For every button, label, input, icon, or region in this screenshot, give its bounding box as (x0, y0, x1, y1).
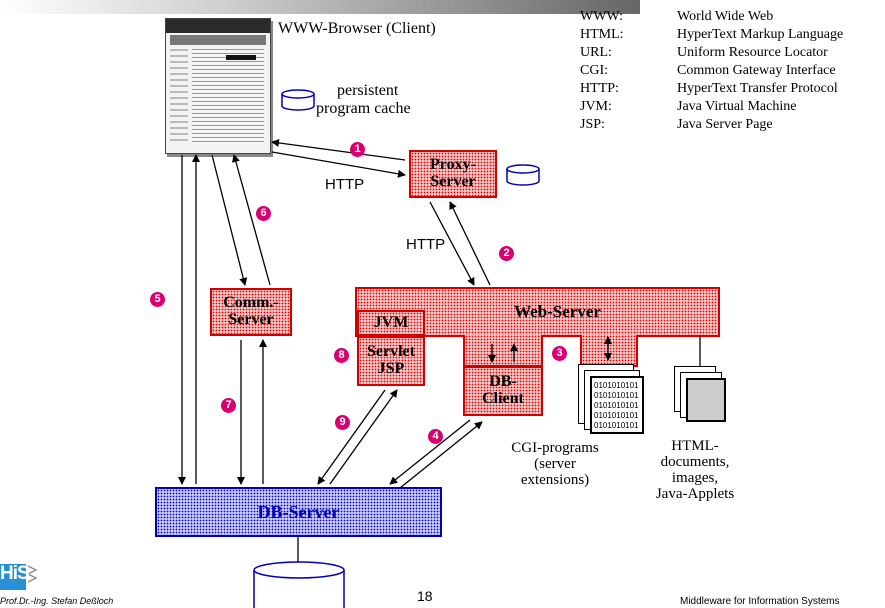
arrow-comm-to-browser (232, 154, 271, 286)
arrow-browser-to-proxy (271, 151, 406, 178)
binary-line: 0101010101 (594, 401, 639, 410)
binary-line: 0101010101 (594, 391, 639, 400)
arrow-webserver-to-proxy (449, 201, 491, 286)
database-icon (253, 561, 345, 608)
servlet-jsp-box: Servlet JSP (357, 336, 425, 386)
legend-full-url: Uniform Resource Locator (677, 45, 828, 60)
legend-abbr-cgi: CGI: (580, 63, 608, 78)
legend-abbr-www: WWW: (580, 9, 624, 24)
http-label-proxy-web: HTTP (406, 236, 446, 253)
db-client-slot (463, 335, 543, 367)
step-7: 7 (221, 398, 236, 413)
arrow-dbserver-to-servlet (329, 389, 398, 485)
arrow-dbserver-to-dbclient (399, 421, 483, 489)
cache-label-2: program cache (316, 100, 411, 117)
title-bar-gradient (0, 0, 640, 14)
legend-full-html: HyperText Markup Language (677, 27, 844, 42)
legend-full-www: World Wide Web (677, 9, 774, 24)
cgi-label: CGI-programs (server extensions) (500, 440, 610, 488)
his-logo-text: HiS (0, 563, 30, 584)
arrow-proxy-to-webserver (429, 201, 475, 286)
step-5: 5 (150, 292, 165, 307)
cgi-label-line-1: CGI-programs (511, 440, 599, 456)
html-docs-line-2: documents, (660, 454, 730, 470)
legend-full-http: HyperText Transfer Protocol (677, 81, 838, 96)
step-2: 2 (499, 246, 514, 261)
legend-abbr-url: URL: (580, 45, 612, 60)
cgi-label-line-2: (server (534, 456, 576, 472)
jvm-box: JVM (357, 310, 425, 336)
arrow-servlet-to-dbserver (317, 389, 386, 485)
cache-label-1: persistent (337, 82, 399, 99)
browser-label: WWW-Browser (Client) (278, 20, 436, 37)
arrow-browser-to-comm (211, 154, 248, 286)
db-client-box: DB- Client (463, 366, 543, 416)
step-9: 9 (335, 415, 350, 430)
web-server-label: Web-Server (514, 302, 601, 322)
html-docs-line-4: Java-Applets (655, 486, 735, 502)
footer-author: Prof.Dr.-Ing. Stefan Deßloch (0, 596, 114, 606)
footer-course: Middleware for Information Systems (680, 596, 840, 607)
program-cache-icon (281, 89, 315, 111)
page-number: 18 (417, 588, 433, 604)
comm-server-label-2: Server (228, 311, 274, 328)
db-client-label-2: Client (482, 390, 524, 407)
step-4: 4 (428, 429, 443, 444)
html-docs-line-3: images, (671, 470, 719, 486)
servlet-label: Servlet (367, 343, 415, 361)
proxy-server-box: Proxy- Server (409, 150, 497, 198)
legend-abbr-html: HTML: (580, 27, 624, 42)
arrow-proxy-to-browser (271, 138, 406, 161)
jvm-label: JVM (373, 313, 409, 331)
html-docs-label: HTML- documents, images, Java-Applets (640, 438, 750, 502)
browser-window (165, 18, 271, 154)
proxy-cache-icon (506, 164, 540, 186)
step-8: 8 (334, 348, 349, 363)
cgi-label-line-3: extensions) (520, 472, 590, 488)
step-3: 3 (552, 346, 567, 361)
proxy-label-1: Proxy- (430, 156, 476, 174)
db-server-label: DB-Server (257, 501, 340, 522)
binary-document: 0101010101 0101010101 0101010101 0101010… (590, 376, 644, 434)
comm-server-box: Comm.- Server (210, 288, 292, 336)
his-logo: HiS (0, 556, 40, 590)
legend-full-cgi: Common Gateway Interface (677, 63, 836, 78)
legend-abbr-jvm: JVM: (580, 99, 612, 114)
db-server-box: DB-Server (155, 487, 442, 537)
arrow-dbclient-to-dbserver (389, 419, 471, 485)
http-label-browser-proxy: HTTP (325, 176, 365, 193)
legend-full-jsp: Java Server Page (677, 117, 773, 132)
legend-abbr-jsp: JSP: (580, 117, 605, 132)
jsp-label: JSP (377, 360, 405, 377)
step-1: 1 (350, 142, 365, 157)
db-client-label-1: DB- (489, 373, 517, 391)
binary-line: 0101010101 (594, 411, 639, 420)
step-6: 6 (256, 206, 271, 221)
legend-abbr-http: HTTP: (580, 81, 619, 96)
proxy-label-2: Server (430, 173, 476, 190)
html-docs-line-1: HTML- (671, 438, 719, 454)
binary-line: 0101010101 (594, 381, 639, 390)
comm-server-label-1: Comm.- (223, 294, 279, 312)
binary-line: 0101010101 (594, 421, 639, 430)
legend-full-jvm: Java Virtual Machine (677, 99, 797, 114)
